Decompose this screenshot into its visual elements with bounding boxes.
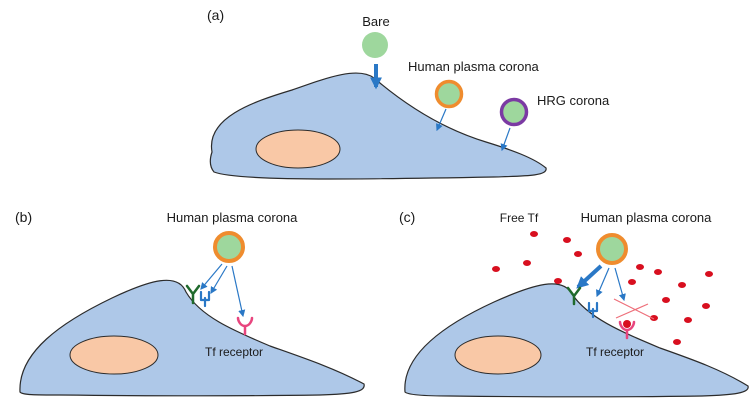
cell-c: [404, 283, 749, 398]
hrg-arrow: [500, 127, 511, 152]
cell-a: [209, 72, 547, 180]
tf-receptor-label-b: Tf receptor: [205, 345, 263, 359]
arrow-c-thick: [576, 264, 603, 289]
plasma-corona-particle-b: [213, 231, 245, 263]
free-tf-dot: [574, 251, 582, 257]
bound-free-tf: [623, 320, 631, 328]
free-tf-dot: [702, 303, 710, 309]
blocked-cross: [613, 298, 655, 320]
free-tf-dot: [705, 271, 713, 277]
panel-a: (a) Bare Human plasma corona HRG corona: [207, 7, 610, 180]
bare-nanoparticle: [362, 32, 388, 58]
tf-receptor-label-c: Tf receptor: [586, 345, 644, 359]
receptor-blue-b: [199, 290, 211, 308]
arrow-b-3: [231, 265, 246, 318]
free-tf-dot: [554, 278, 562, 284]
panel-c-label: (c): [399, 209, 415, 225]
plasma-arrow-a: [436, 108, 447, 132]
hrg-corona-label: HRG corona: [537, 93, 610, 108]
plasma-corona-label-c: Human plasma corona: [581, 210, 713, 225]
free-tf-dot: [628, 279, 636, 285]
panel-c: (c) Free Tf Human plasma corona: [399, 209, 749, 398]
nucleus-a: [255, 129, 341, 169]
free-tf-dot: [530, 231, 538, 237]
receptor-green-b: [185, 284, 201, 305]
free-tf-dot: [678, 282, 686, 288]
free-tf-label: Free Tf: [500, 211, 539, 225]
free-tf-dot: [673, 339, 681, 345]
arrow-b-2: [210, 265, 228, 295]
nucleus-b: [69, 335, 159, 375]
free-tf-dot: [636, 264, 644, 270]
panel-b: (b) Human plasma corona Tf receptor: [15, 209, 365, 397]
free-tf-dot: [654, 269, 662, 275]
tf-receptor-b: [236, 316, 254, 336]
free-tf-dots: [492, 231, 713, 345]
plasma-corona-label-a: Human plasma corona: [408, 59, 540, 74]
arrow-c-3: [614, 267, 626, 302]
free-tf-dot: [650, 315, 658, 321]
plasma-corona-particle-c: [596, 233, 628, 265]
hrg-corona-particle: [499, 97, 529, 127]
receptor-blue-c: [587, 301, 599, 319]
receptor-green-c: [566, 286, 582, 306]
arrow-b-1: [200, 263, 223, 290]
nucleus-c: [454, 335, 542, 375]
tf-receptor-c: [618, 320, 636, 340]
free-tf-dot: [523, 260, 531, 266]
free-tf-dot: [492, 266, 500, 272]
plasma-corona-particle-a: [434, 79, 464, 109]
panel-a-label: (a): [207, 7, 224, 23]
free-tf-dot: [662, 297, 670, 303]
panel-b-label: (b): [15, 209, 32, 225]
free-tf-dot: [563, 237, 571, 243]
arrow-c-2: [596, 267, 610, 298]
free-tf-dot: [684, 317, 692, 323]
bare-label: Bare: [362, 14, 389, 29]
plasma-corona-label-b: Human plasma corona: [167, 210, 299, 225]
